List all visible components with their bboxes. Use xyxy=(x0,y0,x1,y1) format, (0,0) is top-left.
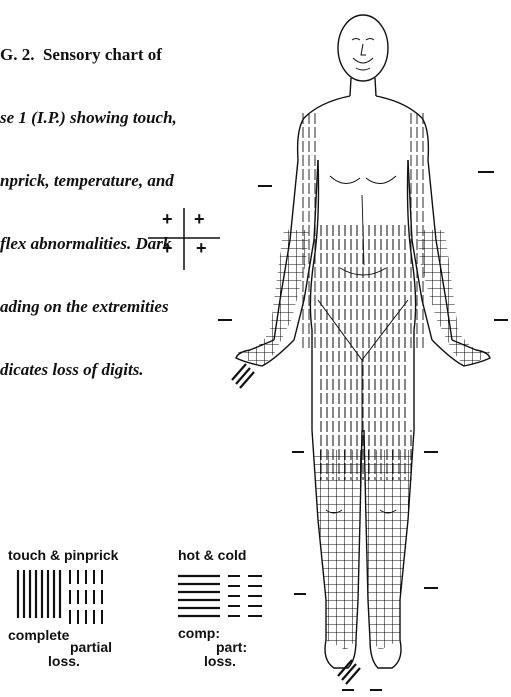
reflex-sign-br: + xyxy=(196,241,207,256)
reflex-sign-tr: + xyxy=(194,212,205,227)
legend-temp-complete-swatch xyxy=(178,576,220,616)
legend-temp-title: hot & cold xyxy=(178,548,246,563)
legend-temp-partial-swatch xyxy=(228,576,262,616)
legend-touch-loss-label: loss. xyxy=(48,654,80,669)
legend-temp-complete-label: comp: xyxy=(178,626,220,641)
legend-touch-complete-swatch xyxy=(18,570,60,618)
legend-touch-partial-swatch xyxy=(70,570,102,624)
reflex-sign-bl: + xyxy=(162,241,173,256)
head-outline xyxy=(338,15,388,81)
legend-temp-loss-label: loss. xyxy=(204,654,236,669)
reflex-sign-tl: + xyxy=(162,212,173,227)
legend-touch-complete-label: complete xyxy=(8,628,69,643)
legend-touch-title: touch & pinprick xyxy=(8,548,118,563)
reflex-quadrant-cross xyxy=(148,208,220,270)
torso-hatching xyxy=(298,110,428,480)
